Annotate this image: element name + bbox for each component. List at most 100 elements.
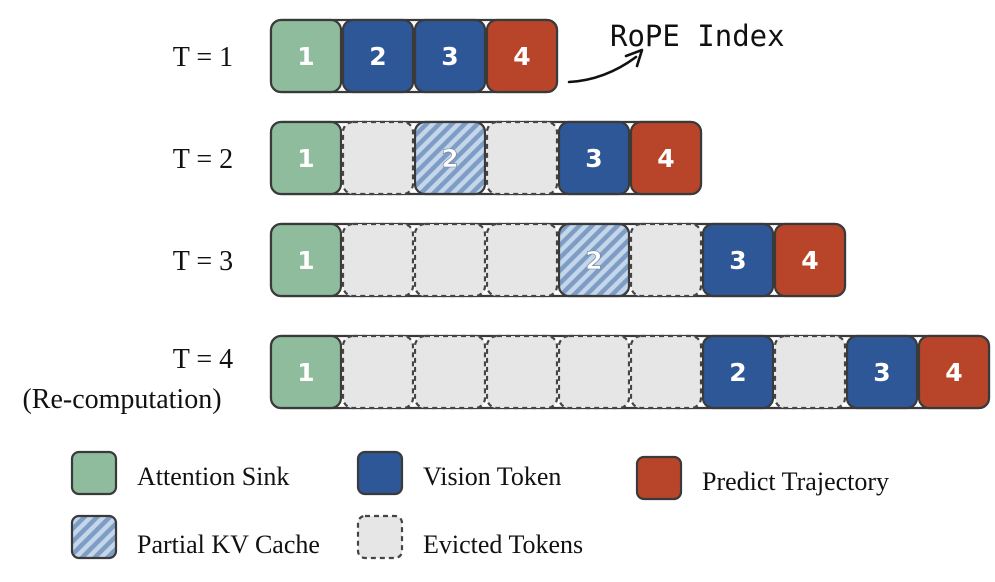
row-sublabel: (Re-computation) [22,384,221,415]
token-index: 4 [945,358,962,387]
legend-label: Vision Token [423,462,561,491]
legend-label: Attention Sink [137,462,289,491]
token-vision-box [341,18,415,94]
token-index: 3 [729,246,746,275]
token-vision: 3 [845,334,919,410]
token-sink-box [269,18,343,94]
rope-index-annotation: RoPE Index [567,19,785,84]
row-t4: T = 4 (Re-computation) 1 2 3 4 [22,334,991,415]
token-index: 2 [369,42,386,71]
token-evicted-box [413,222,487,298]
token-evicted [629,222,703,298]
token-vision-box [557,120,631,196]
legend-item-evicted: Evicted Tokens [356,514,583,560]
token-sink-box [269,120,343,196]
token-vision-box [701,222,775,298]
token-evicted [413,222,487,298]
legend: Attention Sink Vision Token Predict Trajec… [70,450,889,560]
row-label: T = 4 [173,344,233,375]
legend-item-partial: Partial KV Cache [70,514,320,560]
rope-index-label: RoPE Index [610,19,785,53]
token-predict: 4 [485,18,559,94]
token-index: 1 [297,358,314,387]
token-predict-box [485,18,559,94]
rope-index-arrow [567,55,638,84]
token-sink-box [269,334,343,410]
legend-swatch-partial-box [70,514,118,560]
token-partial: 2 [413,120,487,196]
legend-swatch-evicted [356,514,404,560]
legend-swatch-predict-box [635,455,683,501]
token-evicted [557,334,631,410]
token-evicted-box [485,222,559,298]
token-sink: 1 [269,334,343,410]
token-predict-box [917,334,991,410]
token-evicted-box [341,120,415,196]
legend-swatch-evicted-box [356,514,404,560]
token-index: 3 [873,358,890,387]
token-evicted [341,120,415,196]
token-vision: 3 [701,222,775,298]
legend-item-vision: Vision Token [356,450,561,496]
legend-label: Evicted Tokens [423,530,583,559]
token-evicted-box [485,120,559,196]
token-index: 1 [297,144,314,173]
token-evicted [629,334,703,410]
row-label: T = 3 [173,246,233,277]
token-index: 1 [297,246,314,275]
token-index: 3 [441,42,458,71]
legend-item-sink: Attention Sink [70,450,289,496]
token-evicted-box [773,334,847,410]
token-predict-box [773,222,847,298]
token-evicted-box [629,222,703,298]
token-partial: 2 [557,222,631,298]
token-evicted-box [341,334,415,410]
token-partial-box [413,120,487,196]
token-predict: 4 [917,334,991,410]
legend-label: Partial KV Cache [137,530,320,559]
token-index: 2 [441,144,458,173]
rope-index-arrowhead [624,48,644,68]
token-predict: 4 [629,120,703,196]
token-evicted-box [629,334,703,410]
token-vision: 3 [413,18,487,94]
token-evicted-box [341,222,415,298]
token-predict-box [629,120,703,196]
token-index: 1 [297,42,314,71]
token-vision-box [701,334,775,410]
legend-swatch-partial [70,514,118,560]
token-evicted-box [485,334,559,410]
token-index: 4 [513,42,530,71]
token-partial-box [557,222,631,298]
token-evicted [485,334,559,410]
legend-swatch-vision-box [356,450,404,496]
legend-swatch-predict [635,455,683,501]
token-sink-box [269,222,343,298]
token-vision: 3 [557,120,631,196]
token-evicted-box [413,334,487,410]
token-index: 2 [585,246,602,275]
token-vision-box [413,18,487,94]
token-sink: 1 [269,120,343,196]
token-evicted-box [557,334,631,410]
legend-label: Predict Trajectory [702,467,889,496]
row-t3: T = 3 1 2 3 4 [173,222,847,298]
legend-swatch-sink-box [70,450,118,496]
token-vision-box [845,334,919,410]
token-index: 3 [585,144,602,173]
token-index: 4 [801,246,818,275]
token-sink: 1 [269,222,343,298]
legend-swatch-vision [356,450,404,496]
token-evicted [485,222,559,298]
token-evicted [341,334,415,410]
token-predict: 4 [773,222,847,298]
legend-item-predict: Predict Trajectory [635,455,889,501]
token-sink: 1 [269,18,343,94]
token-evicted [485,120,559,196]
legend-swatch-sink [70,450,118,496]
row-label: T = 2 [173,144,233,175]
token-index: 2 [729,358,746,387]
